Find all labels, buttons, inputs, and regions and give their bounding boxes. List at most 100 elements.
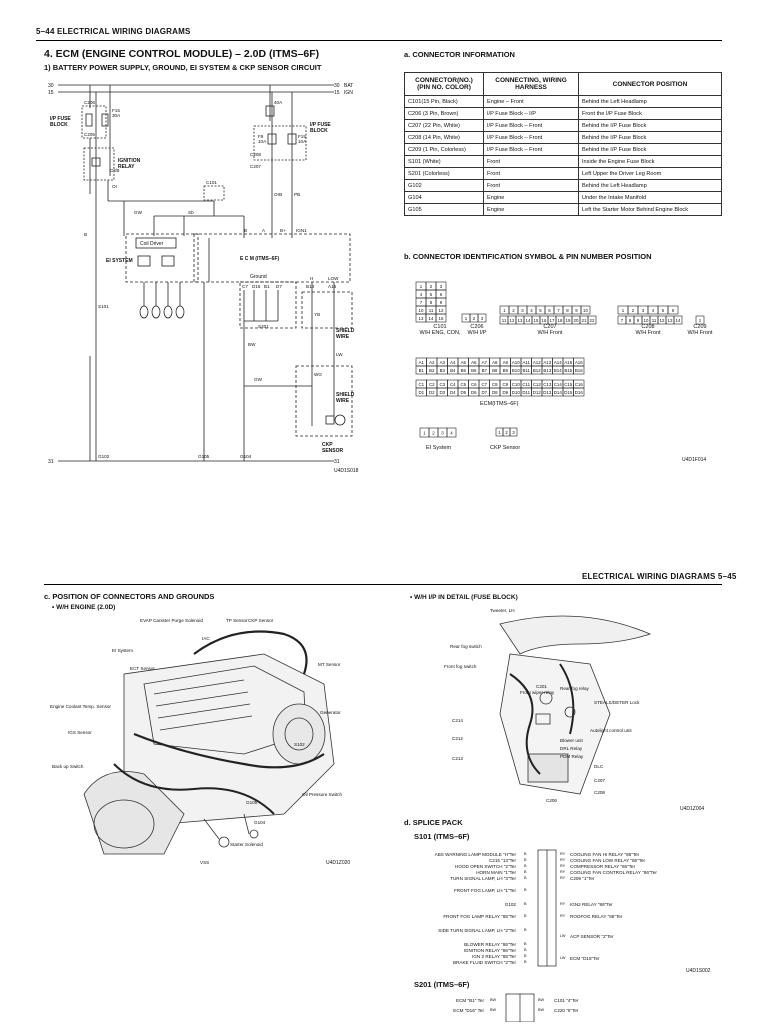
table-cell: Front the I/P Fuse Block — [578, 107, 722, 120]
s101-left-wire: B — [524, 852, 527, 856]
s101-left-wire: B — [524, 928, 527, 932]
ei-pin: 1 — [423, 430, 426, 435]
ip-callout-label: Rear fog switch — [450, 644, 482, 649]
s201-right-wire: BW — [538, 998, 545, 1002]
s101-right-label: COOLING FAN HI RELAY "86"Ter — [570, 852, 640, 857]
ckp-pin: 3 — [512, 430, 515, 435]
label-ground: Ground — [250, 274, 267, 280]
table-row: C207 (22 Pin, White)I/P Fuse Block – Fro… — [404, 119, 722, 132]
s101-right-label: IGN2 RELAY "86"Ter — [570, 902, 613, 907]
pin-label-top: B+ — [280, 228, 286, 233]
c208-r2-pin: 13 — [668, 318, 673, 323]
s101-left-wire: B — [524, 948, 527, 952]
ecm-a-pin: A16 — [575, 360, 583, 365]
s101-left-label: HORN MAIN "1"Ter — [476, 870, 516, 875]
ecm-a-pin: A5 — [461, 360, 467, 365]
c208-r2-pin: 8 — [629, 318, 632, 323]
table-cell: Inside the Engine Fuse Block — [578, 155, 722, 168]
s101-right-label: COMPRESSOR RELAY "86"Ter — [570, 864, 636, 869]
ecm-d-pin: D3 — [439, 390, 445, 395]
s101-right-label: ECM "D15"Ter — [570, 956, 600, 961]
s201-title: S201 (ITMS–6F) — [414, 980, 470, 989]
ecm-c-pin: C7 — [481, 382, 487, 387]
ip-callout-label: C214 — [452, 718, 463, 723]
ecm-d-pin: D14 — [554, 390, 563, 395]
ecm-a-pin: A15 — [564, 360, 572, 365]
s101-left-label: FRONT FOG LAMP RELAY "85"Ter — [443, 914, 516, 919]
ecm-b-pin: B6 — [471, 368, 477, 373]
section-c-heading: c. POSITION OF CONNECTORS AND GROUNDS — [44, 592, 215, 601]
ip-callout-label: C213 — [452, 756, 463, 761]
ecm-c-pin: C16 — [575, 382, 584, 387]
label-bus-15-right: 15 — [334, 90, 340, 96]
ecm-a-pin: A7 — [482, 360, 488, 365]
table-cell: I/P Fuse Block – I/P — [483, 107, 579, 120]
ecm-b-pin: B2 — [429, 368, 435, 373]
ecm-c-pin: C4 — [450, 382, 456, 387]
wire-color-label: BW — [248, 342, 256, 347]
ecm-d-pin: D1 — [418, 390, 424, 395]
wire-color-label: WG — [314, 372, 322, 377]
c207-r1-pin: 10 — [583, 308, 588, 313]
wire-color-label: GW — [134, 210, 143, 215]
ecm-c-pin: C15 — [564, 382, 573, 387]
c207-r2-pin: 22 — [590, 318, 595, 323]
engine-callout-label: S102 — [294, 742, 305, 747]
ecm-b-pin: B9 — [503, 368, 509, 373]
wire-color-label: Sb — [188, 210, 194, 215]
c207-r2-pin: 14 — [526, 318, 531, 323]
bullet-engine-text: W/H ENGINE (2.0D) — [56, 604, 116, 611]
c208-r2-pin: 7 — [621, 318, 624, 323]
label-bus-30-right: 30 — [334, 83, 340, 89]
wire-color-label: Or/B — [110, 168, 119, 173]
s101-left-wire: B — [524, 888, 527, 892]
ip-diagram-code: U4D1Z004 — [680, 806, 704, 812]
ecm-a-pin: A11 — [523, 360, 531, 365]
ei-pin: 4 — [450, 430, 453, 435]
ecm-a-pin: A13 — [543, 360, 551, 365]
pin-label-low: LOW — [328, 276, 339, 281]
ecm-c-pin: C3 — [439, 382, 445, 387]
ecm-d-pin: D4 — [450, 390, 456, 395]
ecm-d-pin: D10 — [512, 390, 521, 395]
table-cell: C207 (22 Pin, White) — [404, 119, 484, 132]
ip-callout-label: DRL Relay — [560, 746, 583, 751]
c207-r1-pin: 4 — [530, 308, 533, 313]
c207-r2-pin: 19 — [566, 318, 571, 323]
table-cell: Engine — [483, 191, 579, 204]
ei-cell — [446, 427, 457, 438]
header-rule-2 — [44, 584, 722, 585]
c208-r2-pin: 14 — [676, 318, 681, 323]
c208-r1-pin: 6 — [672, 308, 675, 313]
bullet-ip-text: W/H I/P IN DETAIL (FUSE BLOCK) — [414, 594, 518, 601]
ecm-b-pin: B4 — [450, 368, 456, 373]
ecm-a-pin: A2 — [429, 360, 435, 365]
c101-pin: 8 — [430, 300, 433, 305]
table-cell: Front — [483, 167, 579, 180]
label-ei-system: EI SYSTEM — [106, 258, 133, 264]
ecm-b-pin: B13 — [543, 368, 551, 373]
s101-left-label: IGN 2 RELAY "85"Ter — [472, 954, 516, 959]
c207-r1-pin: 1 — [503, 308, 506, 313]
ecm-d-pin: D16 — [575, 390, 584, 395]
pin-label-ground: B14 — [306, 284, 315, 289]
page-header-left: 5–44 ELECTRICAL WIRING DIAGRAMS — [36, 27, 191, 36]
ecm-a-pin: A14 — [554, 360, 562, 365]
ip-callout-label: STEALS/DETER Lock — [594, 700, 640, 705]
c208-r2-cell — [673, 315, 683, 325]
s201-right-wire: BW — [538, 1008, 545, 1012]
table-cell: Left the Starter Motor Behind Engine Blo… — [578, 203, 722, 216]
ecm-connector-label: ECM(ITMS–6F) — [480, 401, 519, 407]
s101-right-label: COOLING FAN LOW RELAY "86"Ter — [570, 858, 646, 863]
